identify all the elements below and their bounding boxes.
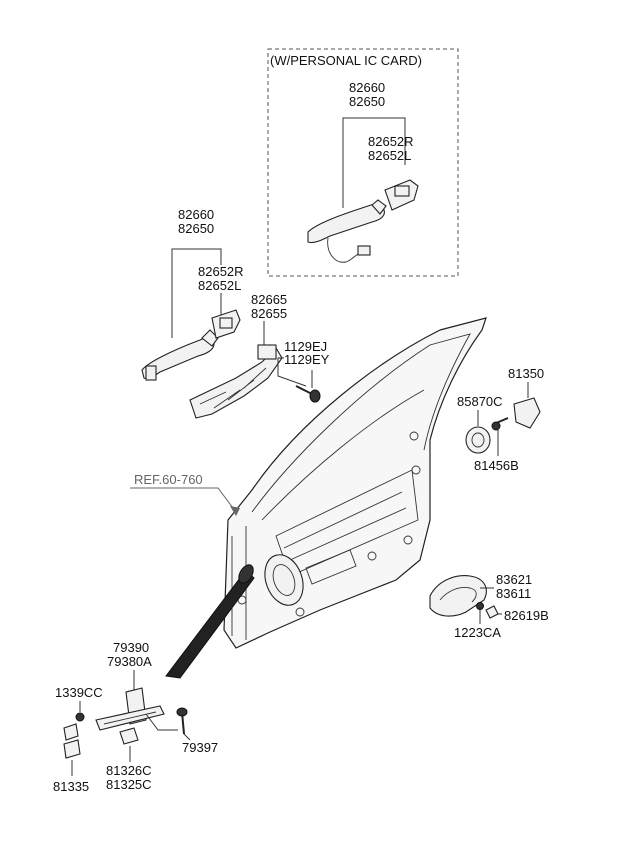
inside-handle-label-a: 83621 bbox=[496, 572, 532, 587]
inside-handle bbox=[429, 575, 487, 617]
inside-clip-label: 82619B bbox=[504, 608, 549, 623]
handle-leader bbox=[171, 248, 222, 338]
handle-label-a: 82660 bbox=[178, 207, 214, 222]
cover-label-a: 82652R bbox=[198, 264, 244, 279]
spacer-upper bbox=[63, 723, 79, 741]
door-checker-group: 79390 79380A 79397 bbox=[95, 640, 218, 755]
screw-label-b: 1129EY bbox=[284, 352, 330, 367]
handle-label-b: 82650 bbox=[178, 221, 214, 236]
striker-label-a: 81326C bbox=[106, 763, 152, 778]
checker-bolt bbox=[176, 707, 188, 735]
ic-outside-handle bbox=[307, 179, 419, 263]
striker bbox=[119, 727, 139, 745]
ic-cover-label-a: 82652R bbox=[368, 134, 414, 149]
outside-handle-group: 82660 82650 82652R 82652L bbox=[141, 207, 244, 381]
cap-group: 81350 85870C 81456B bbox=[457, 366, 544, 473]
ic-leader bbox=[342, 117, 406, 208]
cap-clip-label: 81350 bbox=[508, 366, 544, 381]
inside-screw bbox=[476, 602, 484, 610]
inside-handle-group: 83621 83611 82619B 1223CA bbox=[429, 572, 549, 640]
personal-ic-card-box: (W/PERSONAL IC CARD) 82660 82650 82652R … bbox=[267, 48, 459, 277]
cap-label: 85870C bbox=[457, 394, 503, 409]
checker-label-b: 79380A bbox=[107, 654, 152, 669]
cap-clip bbox=[513, 397, 541, 429]
inside-handle-label-b: 83611 bbox=[496, 586, 531, 601]
ic-handle-label-b: 82650 bbox=[349, 94, 385, 109]
inside-screw-label: 1223CA bbox=[454, 625, 501, 640]
screw-label-a: 1129EJ bbox=[284, 339, 327, 354]
ref-label: REF.60-760 bbox=[134, 472, 203, 487]
cover-label-b: 82652L bbox=[198, 278, 241, 293]
frame-screw bbox=[295, 370, 321, 403]
ic-cover-label-b: 82652L bbox=[368, 148, 411, 163]
outside-handle bbox=[141, 329, 219, 381]
lower-left-parts: 1339CC 81335 81326C 81325C bbox=[53, 685, 152, 794]
ref-group: REF.60-760 bbox=[130, 472, 240, 516]
striker-label-b: 81325C bbox=[106, 777, 152, 792]
ic-handle-label-a: 82660 bbox=[349, 80, 385, 95]
front-door-panel bbox=[165, 317, 487, 679]
inside-clip bbox=[485, 605, 499, 619]
frame-label-a: 82665 bbox=[251, 292, 287, 307]
ic-card-title: (W/PERSONAL IC CARD) bbox=[270, 53, 422, 68]
checker-label-a: 79390 bbox=[113, 640, 149, 655]
handle-cover bbox=[211, 309, 241, 339]
cap bbox=[465, 426, 491, 454]
nut-label: 1339CC bbox=[55, 685, 103, 700]
spacer-label: 81335 bbox=[53, 779, 89, 794]
frame-label-b: 82655 bbox=[251, 306, 287, 321]
cap-screw-label: 81456B bbox=[474, 458, 519, 473]
cap-screw bbox=[491, 417, 509, 431]
handle-frame-group: 82665 82655 1129EJ 1129EY bbox=[189, 292, 330, 419]
nut bbox=[75, 712, 85, 722]
handle-frame bbox=[189, 347, 283, 419]
spacer-lower bbox=[63, 739, 81, 759]
checker-bolt-label: 79397 bbox=[182, 740, 218, 755]
